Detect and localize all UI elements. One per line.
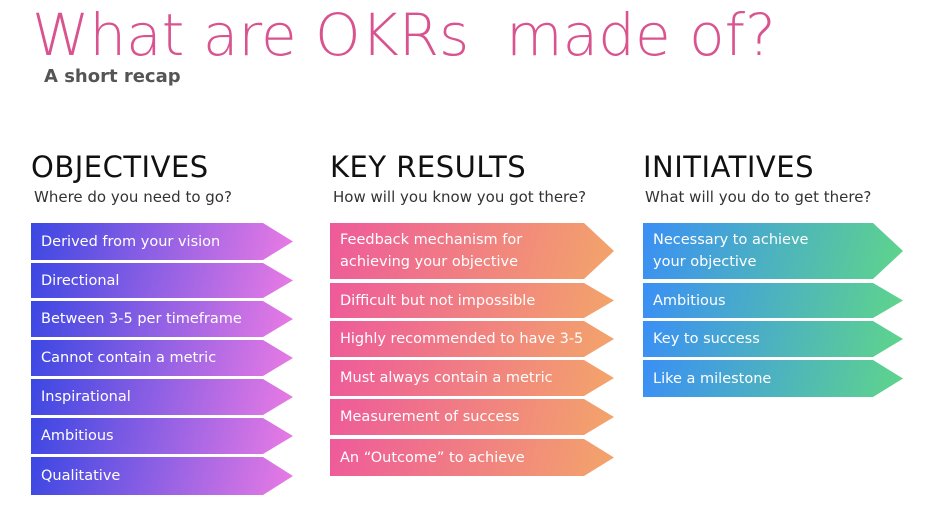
objective-item: Inspirational — [31, 379, 293, 415]
objective-item-label: Inspirational — [41, 389, 131, 405]
key-result-item-label: Must always contain a metric — [340, 370, 553, 386]
objective-item: Between 3-5 per timeframe — [31, 301, 293, 337]
page-title: What are OKRs made of? — [32, 1, 776, 69]
objective-item-label: Directional — [41, 272, 120, 289]
initiative-item: Ambitious — [643, 283, 903, 318]
objective-item: Directional — [31, 263, 293, 298]
key-result-item-label: Highly recommended to have 3-5 — [340, 331, 584, 347]
page-subtitle: A short recap — [44, 66, 181, 87]
objective-item-label: Ambitious — [41, 428, 114, 444]
initiative-item-label: Key to success — [653, 331, 760, 347]
objective-item-label: Derived from your vision — [41, 233, 221, 250]
key-result-item-label: An “Outcome” to achieve — [340, 449, 525, 466]
key-result-item-label: Difficult but not impossible — [340, 292, 536, 309]
initiative-item-label: Necessary to achieve your objective — [653, 232, 809, 270]
key-result-item-label: Feedback mechanism for achieving your ob… — [340, 232, 523, 270]
objectives-heading: OBJECTIVES — [31, 150, 209, 184]
key-results-subheading: How will you know you got there? — [333, 188, 587, 206]
initiative-item-label: Like a milestone — [653, 370, 772, 387]
initiative-item: Necessary to achieve your objective — [643, 223, 903, 279]
objective-item-label: Between 3-5 per timeframe — [41, 311, 242, 327]
objective-item-label: Qualitative — [41, 468, 121, 484]
objective-item: Cannot contain a metric — [31, 340, 293, 376]
initiative-item: Key to success — [643, 321, 903, 357]
objective-item: Qualitative — [31, 457, 293, 495]
objective-item: Ambitious — [31, 418, 293, 454]
objective-item: Derived from your vision — [31, 223, 293, 260]
key-result-item: Measurement of success — [330, 399, 614, 435]
initiatives-subheading: What will you do to get there? — [645, 188, 872, 206]
key-results-heading: KEY RESULTS — [330, 150, 527, 184]
key-result-item: Difficult but not impossible — [330, 283, 614, 318]
initiative-item: Like a milestone — [643, 360, 903, 397]
objectives-subheading: Where do you need to go? — [34, 188, 232, 206]
key-result-item-label: Measurement of success — [340, 409, 520, 425]
initiative-item-label: Ambitious — [653, 292, 726, 309]
objective-item-label: Cannot contain a metric — [41, 350, 217, 366]
initiatives-heading: INITIATIVES — [643, 150, 814, 184]
key-result-item: Must always contain a metric — [330, 360, 614, 396]
key-result-item: An “Outcome” to achieve — [330, 439, 614, 476]
key-result-item: Highly recommended to have 3-5 — [330, 321, 614, 357]
key-result-item: Feedback mechanism for achieving your ob… — [330, 223, 614, 279]
